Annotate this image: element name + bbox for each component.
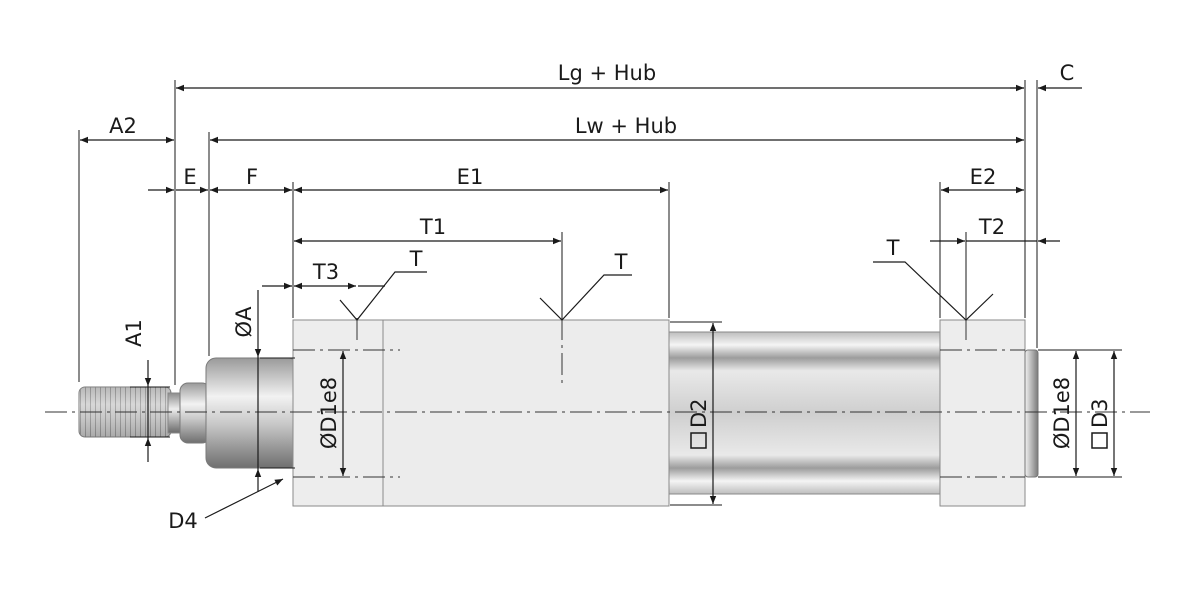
label-d2-text: D2 [687, 398, 711, 428]
label-f: F [246, 165, 258, 189]
center-lines [45, 318, 1150, 478]
rear-head [939, 319, 1026, 507]
surface-mark-middle [539, 274, 632, 321]
surface-mark-right [873, 261, 994, 321]
label-e: E [183, 165, 196, 189]
dimension-labels: Lg + Hub C Lw + Hub A2 E F E1 E2 T1 T2 T… [109, 61, 1112, 533]
front-tube [382, 319, 670, 507]
label-lg-hub: Lg + Hub [558, 61, 656, 85]
vertical-dimensions [144, 290, 1118, 504]
label-square-d3: D3 [1088, 398, 1112, 449]
label-phi-d1e8-left: ØD1e8 [317, 377, 341, 449]
front-head [292, 319, 384, 507]
label-e2: E2 [970, 165, 997, 189]
label-t1: T1 [419, 215, 446, 239]
label-t-middle: T [614, 250, 628, 274]
rear-cap [1024, 349, 1039, 478]
label-phi-d1e8-right: ØD1e8 [1050, 377, 1074, 449]
label-phi-a: ØA [232, 306, 256, 338]
surface-mark-left [339, 271, 427, 321]
label-t-left: T [409, 247, 423, 271]
label-c: C [1060, 61, 1075, 85]
label-d3-text: D3 [1088, 398, 1112, 428]
d4-leader [204, 478, 284, 519]
label-d4: D4 [168, 509, 198, 533]
label-e1: E1 [457, 165, 484, 189]
square-symbol-icon [1091, 432, 1108, 449]
cylinder-body [78, 319, 1039, 507]
horizontal-dimensions [80, 84, 1082, 290]
label-t3: T3 [312, 260, 339, 284]
label-t-right: T [886, 236, 900, 260]
surface-marks [204, 261, 994, 519]
label-square-d2: D2 [687, 398, 711, 449]
square-symbol-icon [690, 432, 707, 449]
label-a2: A2 [109, 114, 137, 138]
label-lw-hub: Lw + Hub [575, 114, 677, 138]
label-t2: T2 [978, 215, 1005, 239]
piston-rod [205, 357, 299, 469]
extension-lines [78, 80, 1122, 506]
label-a1: A1 [122, 319, 146, 347]
